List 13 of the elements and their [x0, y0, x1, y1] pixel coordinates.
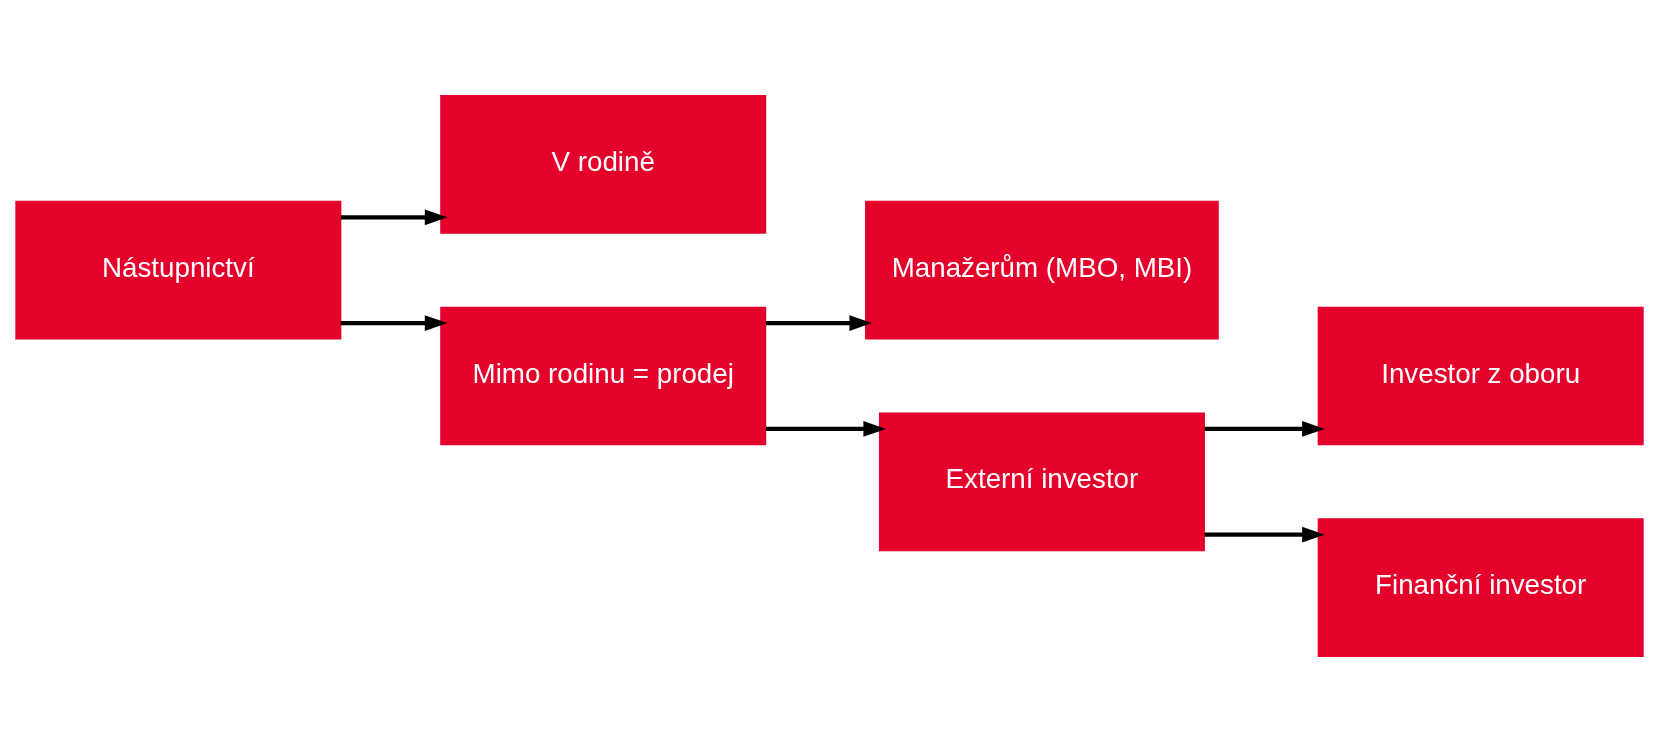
node-box: Externí investor — [878, 411, 1205, 551]
node-box: Investor z oboru — [1317, 306, 1644, 445]
node-box: Manažerům (MBO, MBI) — [865, 200, 1219, 340]
node-box: Nástupnictví — [15, 200, 342, 340]
arrow — [765, 420, 886, 437]
arrow — [340, 314, 448, 331]
arrow — [340, 208, 448, 225]
node-box: V rodině — [440, 94, 767, 234]
arrow — [1204, 526, 1325, 543]
arrow — [1204, 420, 1325, 437]
node-box: Mimo rodinu = prodej — [440, 306, 767, 445]
node-box: Finanční investor — [1317, 517, 1644, 657]
arrow — [765, 314, 872, 331]
